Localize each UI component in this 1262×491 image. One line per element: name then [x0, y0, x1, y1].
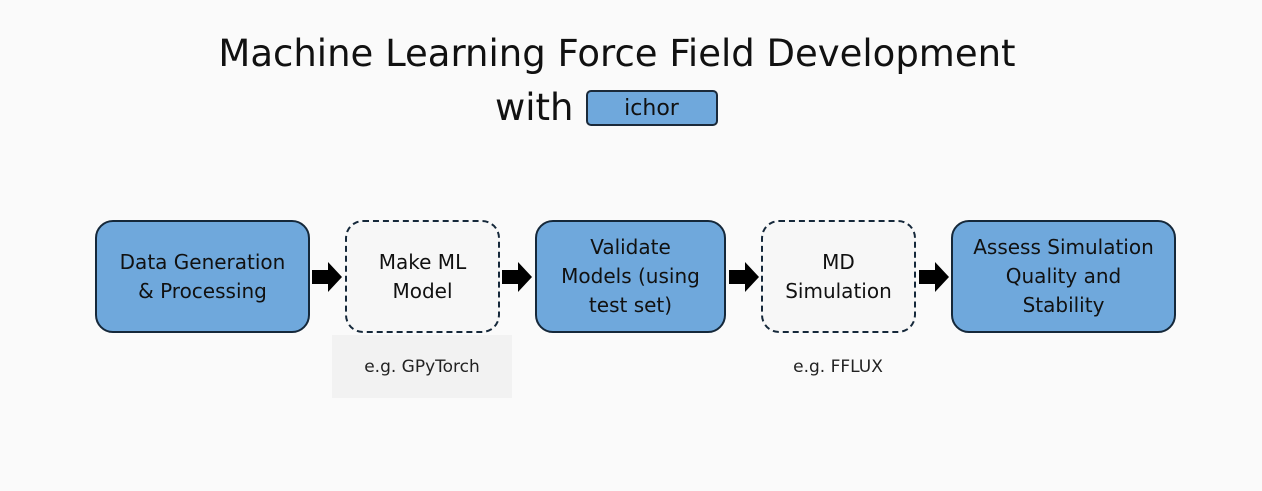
step-validate-models: Validate Models (using test set) [535, 220, 726, 333]
step-data-generation: Data Generation & Processing [95, 220, 310, 333]
step-label: MD Simulation [785, 249, 892, 303]
arrow-icon [729, 262, 759, 292]
step-label: Data Generation & Processing [119, 249, 286, 303]
arrow-icon [502, 262, 532, 292]
note-md-simulation: e.g. FFLUX [793, 357, 883, 377]
step-md-simulation: MD Simulation [761, 220, 916, 333]
title-subline: with ichor [495, 86, 718, 130]
step-assess-simulation: Assess Simulation Quality and Stability [951, 220, 1176, 333]
ichor-badge: ichor [585, 90, 718, 126]
step-label: Make ML Model [378, 249, 467, 303]
step-label: Validate Models (using test set) [561, 235, 700, 317]
title-with-text: with [495, 86, 574, 129]
note-ml-model: e.g. GPyTorch [364, 357, 480, 377]
arrow-icon [312, 262, 342, 292]
arrow-icon [919, 262, 949, 292]
note-background [332, 335, 512, 398]
diagram-title: Machine Learning Force Field Development [218, 32, 1016, 75]
step-make-ml-model: Make ML Model [345, 220, 500, 333]
step-label: Assess Simulation Quality and Stability [973, 235, 1154, 317]
